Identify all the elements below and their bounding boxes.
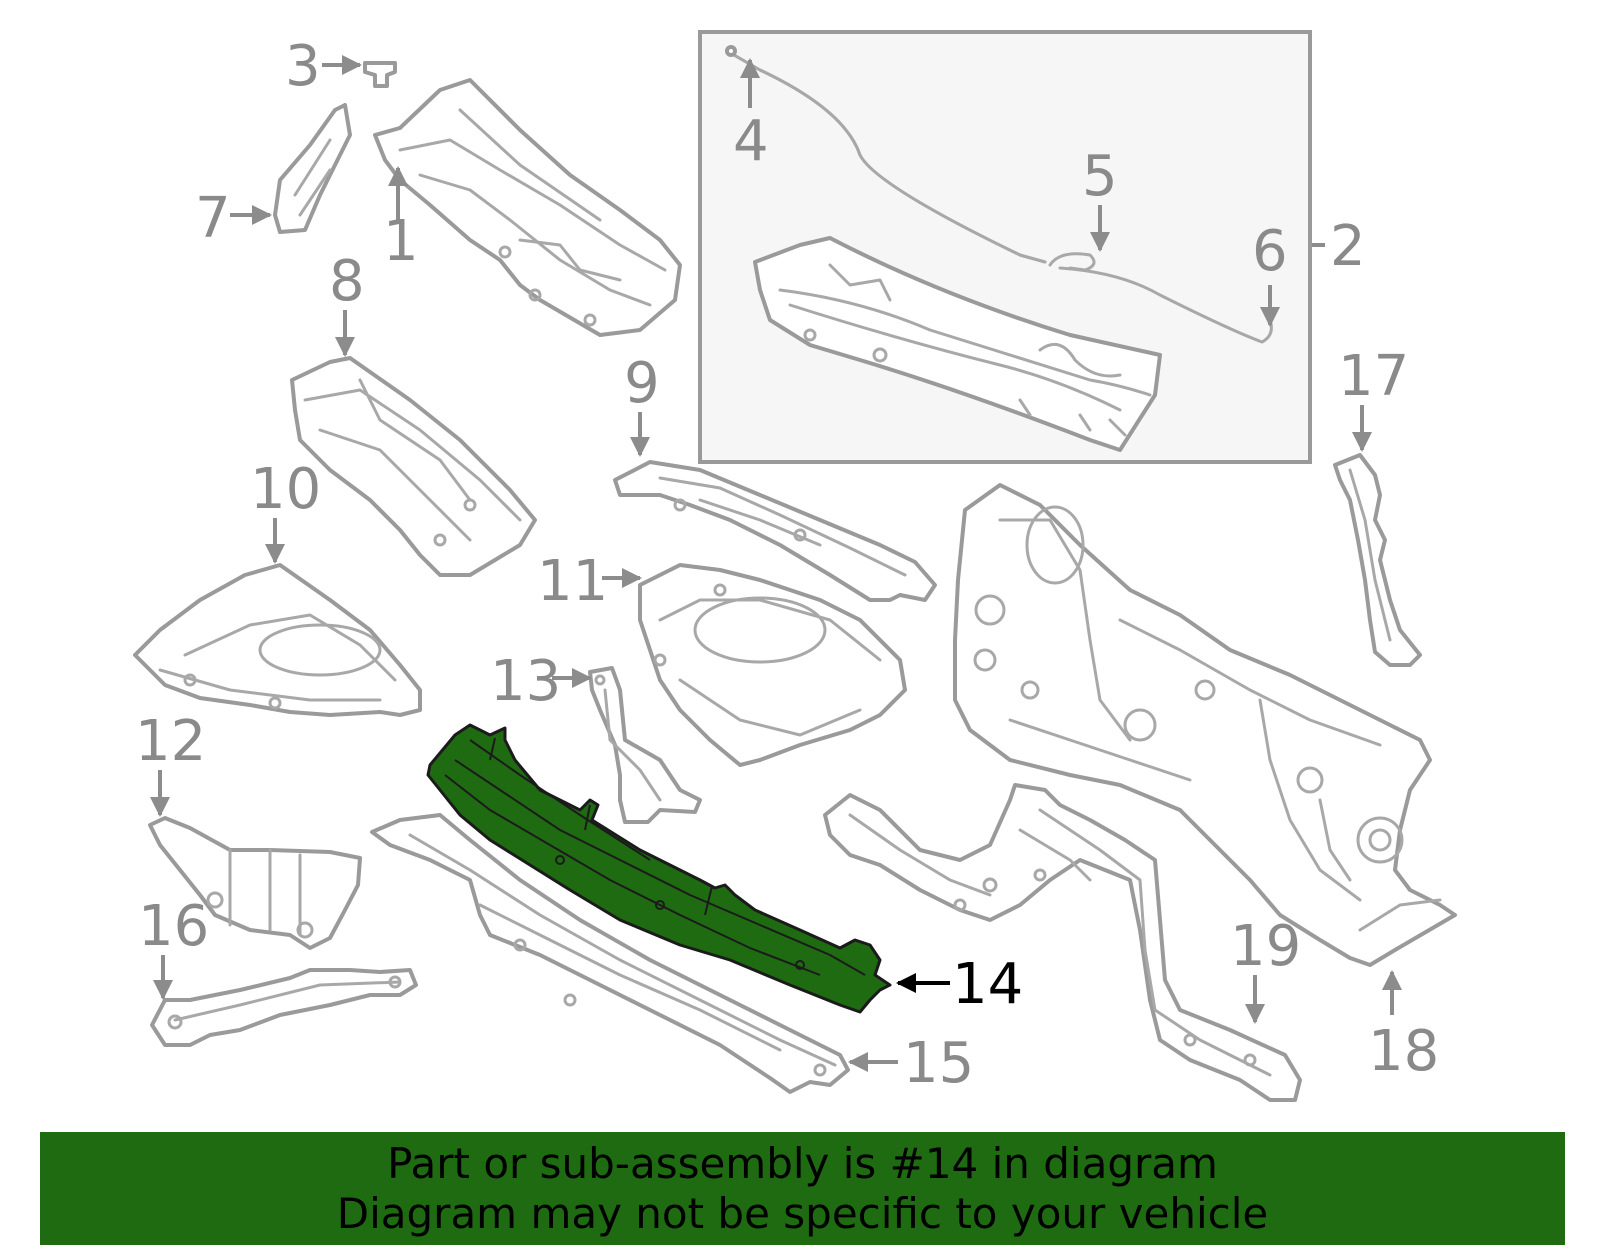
part-18-dash-panel[interactable] — [953, 483, 1457, 967]
callout-12[interactable]: 12 — [135, 709, 206, 817]
callout-18[interactable]: 18 — [1368, 970, 1439, 1084]
callout-7-label: 7 — [195, 186, 231, 251]
part-14-cowl-cross-member[interactable] — [426, 723, 892, 1014]
callout-1[interactable]: 1 — [383, 166, 419, 274]
callout-11-label: 11 — [537, 549, 608, 614]
banner-line-disclaimer: Diagram may not be specific to your vehi… — [336, 1188, 1269, 1238]
callout-14[interactable]: 14 — [896, 952, 1023, 1017]
part-3-clip[interactable] — [363, 61, 397, 88]
callout-6[interactable]: 6 — [1252, 219, 1288, 327]
part-12-bracket[interactable] — [148, 816, 362, 950]
part-17-pillar-brace[interactable] — [1333, 453, 1422, 667]
callout-4[interactable]: 4 — [733, 58, 769, 174]
part-7-bracket[interactable] — [273, 103, 352, 234]
callout-12-label: 12 — [135, 709, 206, 774]
callout-2-label: 2 — [1330, 214, 1366, 279]
callout-4-label: 4 — [733, 109, 769, 174]
part-2-assembly[interactable] — [725, 45, 1273, 452]
callout-13[interactable]: 13 — [490, 649, 592, 714]
callout-3-label: 3 — [285, 34, 321, 99]
callout-8[interactable]: 8 — [329, 249, 365, 357]
part-13-bracket[interactable] — [588, 666, 702, 824]
callout-6-label: 6 — [1252, 219, 1288, 284]
part-11-panel[interactable] — [638, 563, 907, 767]
callout-16[interactable]: 16 — [138, 894, 209, 1000]
banner-line-part-number: Part or sub-assembly is #14 in diagram — [387, 1138, 1218, 1188]
callout-13-label: 13 — [490, 649, 561, 714]
callout-17[interactable]: 17 — [1338, 344, 1409, 452]
part-15-cowl-lower[interactable] — [370, 813, 850, 1094]
callout-1-label: 1 — [383, 209, 419, 274]
callout-10[interactable]: 10 — [250, 457, 321, 564]
callout-8-label: 8 — [329, 249, 365, 314]
callout-3[interactable]: 3 — [285, 34, 362, 99]
callout-2[interactable]: 2 — [1312, 214, 1366, 279]
part-info-banner: Part or sub-assembly is #14 in diagram D… — [40, 1132, 1565, 1245]
callout-17-label: 17 — [1338, 344, 1409, 409]
callout-15-label: 15 — [903, 1031, 974, 1096]
part-10-panel[interactable] — [133, 563, 422, 717]
callout-10-label: 10 — [250, 457, 321, 522]
part-19-apron-rail[interactable] — [823, 783, 1302, 1102]
callout-5-label: 5 — [1082, 144, 1118, 209]
callout-19-label: 19 — [1230, 914, 1301, 979]
part-9-cross-member[interactable] — [613, 460, 937, 602]
callout-19[interactable]: 19 — [1230, 914, 1301, 1024]
callout-9-label: 9 — [624, 351, 660, 416]
callout-5[interactable]: 5 — [1082, 144, 1118, 252]
callout-14-label: 14 — [952, 952, 1023, 1017]
part-1-cowl-top-panel[interactable] — [373, 78, 682, 337]
callout-11[interactable]: 11 — [537, 549, 642, 614]
callout-18-label: 18 — [1368, 1019, 1439, 1084]
callout-15[interactable]: 15 — [848, 1031, 974, 1096]
callout-9[interactable]: 9 — [624, 351, 660, 457]
callout-7[interactable]: 7 — [195, 186, 272, 251]
callout-16-label: 16 — [138, 894, 209, 959]
part-16-brace[interactable] — [150, 968, 418, 1047]
part-8-dash-upper-panel[interactable] — [290, 356, 537, 577]
